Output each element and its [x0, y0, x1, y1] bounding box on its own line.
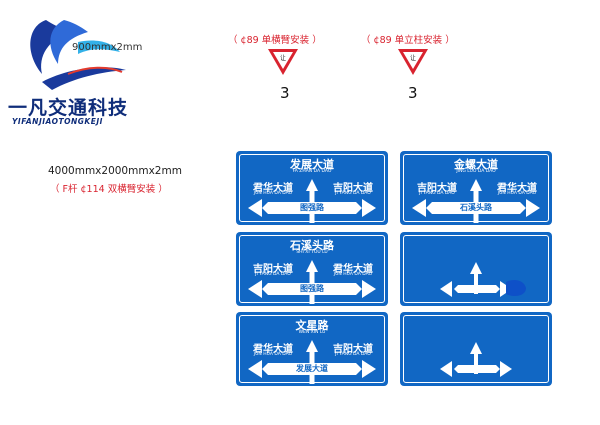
- sign-5-right-pinyin: JI YANG DA DAO: [335, 352, 371, 357]
- spec-install-note: （ F杆 ¢114 双横臂安装 ）: [50, 184, 168, 195]
- road-sign-2: 金螺大道 JING LUO DA DAO 吉阳大道 JI YANG DA DAO…: [400, 151, 552, 225]
- sign-3-title-pinyin: SHI XI TOU LU: [296, 250, 328, 255]
- sign-1-right-pinyin: JI YANG DA DAO: [335, 191, 371, 196]
- yield-sign-2-label: （ ¢89 单立柱安装 ）: [361, 35, 455, 46]
- sign-2-right-pinyin: JUN HUA DA DAO: [497, 191, 537, 196]
- sign-5-left-pinyin: JUN HUA DA DAO: [253, 352, 293, 357]
- sign-5-right: 吉阳大道: [333, 344, 373, 355]
- yield-sign-1-label: （ ¢89 单横臂安装 ）: [228, 35, 322, 46]
- direction-arrows-icon: [248, 179, 376, 223]
- road-sign-4-blank: [400, 232, 552, 306]
- yield-sign-1-text: 让: [280, 54, 286, 62]
- sign-3-left: 吉阳大道: [253, 264, 293, 275]
- sign-3-title: 石溪头路: [290, 239, 334, 252]
- sign-1-title-pinyin: FA ZHAN DA DAO: [292, 169, 332, 174]
- sign-3-right: 君华大道: [333, 264, 373, 275]
- yield-sign-2-text: 让: [410, 54, 416, 62]
- yield-sign-1-icon: 让: [268, 49, 298, 75]
- direction-arrows-icon: [248, 340, 376, 384]
- sign-2-title-pinyin: JING LUO DA DAO: [456, 169, 496, 174]
- yield-sign-1-count: 3: [280, 84, 290, 102]
- sign-2-title: 金螺大道: [454, 158, 498, 171]
- logo-name-en: YIFANJIAOTONGKEJI: [12, 117, 103, 126]
- sign-3-left-pinyin: JI YANG DA DAO: [255, 272, 291, 277]
- direction-arrows-icon: [248, 260, 376, 304]
- road-sign-3: 石溪头路 SHI XI TOU LU 吉阳大道 JI YANG DA DAO 君…: [236, 232, 388, 306]
- logo-name-cn: 一凡交通科技: [8, 97, 129, 119]
- sign-2-left: 吉阳大道: [417, 183, 457, 194]
- sign-1-title: 发展大道: [290, 158, 334, 171]
- road-sign-5: 文星路 WEN XIN LU 君华大道 JUN HUA DA DAO 吉阳大道 …: [236, 312, 388, 386]
- sign-3-bottom: 图强路: [300, 284, 324, 293]
- direction-arrows-icon: [440, 342, 512, 377]
- direction-arrows-icon: [412, 179, 540, 223]
- sign-1-left: 君华大道: [253, 183, 293, 194]
- sign-5-bottom: 发展大道: [296, 364, 328, 373]
- spec-size-text: 4000mmx2000mmx2mm: [48, 165, 182, 177]
- sign-5-left: 君华大道: [253, 344, 293, 355]
- direction-arrows-icon: [440, 262, 526, 297]
- sign-1-bottom: 图强路: [300, 203, 324, 212]
- road-sign-6-blank: [400, 312, 552, 386]
- yield-sign-2-icon: 让: [398, 49, 428, 75]
- sign-1-left-pinyin: JUN HUA DA DAO: [253, 191, 293, 196]
- sign-1-right: 吉阳大道: [333, 183, 373, 194]
- sign-2-bottom: 石溪头路: [460, 203, 492, 212]
- sign-2-right: 君华大道: [497, 183, 537, 194]
- sign-3-right-pinyin: JUN HUA DA DAO: [333, 272, 373, 277]
- sign-5-title: 文星路: [295, 319, 329, 332]
- sign-2-left-pinyin: JI YANG DA DAO: [419, 191, 455, 196]
- road-sign-1: 发展大道 FA ZHAN DA DAO 君华大道 JUN HUA DA DAO …: [236, 151, 388, 225]
- company-logo: [30, 20, 126, 90]
- sign-5-title-pinyin: WEN XIN LU: [298, 330, 326, 335]
- logo-size-text: 900mmx2mm: [72, 42, 143, 53]
- yield-sign-2-count: 3: [408, 84, 418, 102]
